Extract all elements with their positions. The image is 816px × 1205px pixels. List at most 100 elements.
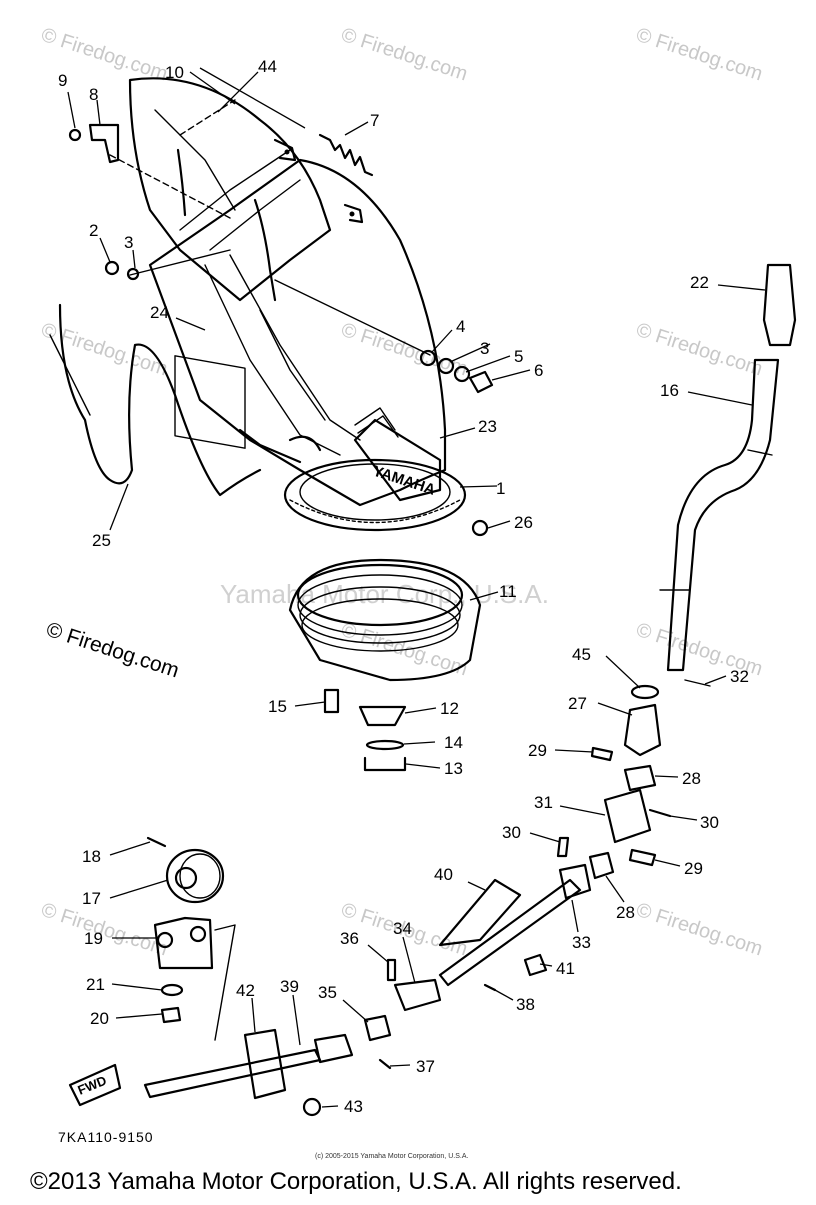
watermark-firedog: © Firedog.com <box>38 899 170 961</box>
assembly-line <box>129 249 231 276</box>
pin-29b <box>628 848 657 867</box>
block-28 <box>623 764 657 792</box>
clamp-assembly <box>323 688 407 772</box>
clevis-39 <box>313 1033 354 1064</box>
pulley-17 <box>165 848 225 904</box>
callout-32: 32 <box>730 667 749 686</box>
pin-32 <box>684 679 711 687</box>
nut-6 <box>468 370 494 394</box>
chute-ridge <box>179 149 291 231</box>
pin-37 <box>378 1058 392 1070</box>
link-31 <box>603 788 652 844</box>
clevis-33 <box>558 863 592 900</box>
callout-4: 4 <box>456 317 465 336</box>
yoke-27 <box>623 703 662 757</box>
callout-29: 29 <box>528 741 547 760</box>
pulley-assembly <box>146 836 236 1041</box>
callout-35: 35 <box>318 983 337 1002</box>
watermark-firedog: © Firedog.com <box>633 319 765 381</box>
pin-18 <box>146 836 167 848</box>
handle-rod <box>630 263 797 700</box>
callout-11: 11 <box>499 582 517 601</box>
warning-label <box>174 355 246 449</box>
callout-27: 27 <box>568 694 587 713</box>
chute-slot <box>176 148 187 217</box>
ring-lower <box>297 574 463 636</box>
callout-5: 5 <box>514 347 523 366</box>
pin-30b <box>556 836 570 858</box>
tab-hole <box>284 149 290 155</box>
bracket-34 <box>393 978 442 1012</box>
leader-lines <box>67 67 766 1108</box>
rod-16 <box>666 358 780 672</box>
chute-inner-line <box>204 264 341 456</box>
washer-4 <box>419 349 437 367</box>
tab-hole <box>349 211 355 217</box>
bracket-8 <box>88 123 120 164</box>
pin-38 <box>483 983 497 992</box>
plate-12 <box>358 705 407 727</box>
lower-shaft <box>143 1028 354 1117</box>
chute-lip <box>288 435 322 452</box>
gear-teeth <box>289 499 461 524</box>
callout-8: 8 <box>89 85 98 104</box>
bracket-42 <box>243 1028 287 1100</box>
chute-shell <box>148 158 447 507</box>
callout-37: 37 <box>416 1057 435 1076</box>
assembly-line <box>214 924 236 1041</box>
callout-24: 24 <box>150 303 169 322</box>
assembly-dashed-line <box>109 154 231 219</box>
callout-21: 21 <box>86 975 105 994</box>
washer-21 <box>160 983 184 997</box>
callout-43: 43 <box>344 1097 363 1116</box>
ring-upper <box>296 563 464 627</box>
bolt-43 <box>302 1097 322 1117</box>
callout-38: 38 <box>516 995 535 1014</box>
chute-deflector <box>128 77 332 302</box>
callout-2: 2 <box>89 221 98 240</box>
callout-9: 9 <box>58 71 67 90</box>
chute-assembly: YAMAHA <box>109 77 447 507</box>
hardware-top-left <box>68 123 140 281</box>
callout-31: 31 <box>534 793 553 812</box>
callout-30: 30 <box>700 813 719 832</box>
grip-22 <box>762 263 797 347</box>
pulley-hub <box>174 866 198 890</box>
ring-lower <box>299 586 461 644</box>
pin-30 <box>648 808 672 818</box>
callout-30: 30 <box>502 823 521 842</box>
bracket-19 <box>153 916 214 970</box>
callout-1: 1 <box>496 479 505 498</box>
callout-26: 26 <box>514 513 533 532</box>
callout-39: 39 <box>280 977 299 996</box>
callout-28: 28 <box>682 769 701 788</box>
chute-base-gear <box>283 458 467 532</box>
callout-13: 13 <box>444 759 463 778</box>
callout-15: 15 <box>268 697 287 716</box>
pin-29 <box>590 746 614 762</box>
callout-3: 3 <box>480 339 489 358</box>
callout-29: 29 <box>684 859 703 878</box>
chute-inner-line <box>229 254 361 441</box>
block-35 <box>363 1014 392 1042</box>
callout-10: 10 <box>165 63 184 82</box>
nut-9 <box>68 128 82 142</box>
pin-36 <box>386 958 397 982</box>
bracket-hole <box>156 931 174 949</box>
u-joint-assembly <box>556 703 672 880</box>
watermark-firedog: © Firedog.com <box>338 24 470 86</box>
callout-28: 28 <box>616 903 635 922</box>
fwd-arrow: FWD <box>68 1063 122 1107</box>
assembly-dashed-line <box>179 99 236 136</box>
footer-copyright: ©2013 Yamaha Motor Corporation, U.S.A. A… <box>30 1168 682 1195</box>
chute-ring-plate <box>288 558 482 682</box>
rod-joint <box>747 449 773 456</box>
watermark-firedog: © Firedog.com <box>633 24 765 86</box>
nut-26 <box>471 519 489 537</box>
chute-lip <box>238 428 302 464</box>
shim-14 <box>365 739 405 751</box>
callout-17: 17 <box>82 889 101 908</box>
hardware-right <box>419 349 494 394</box>
watermark-layer: © Firedog.com © Firedog.com © Firedog.co… <box>38 24 765 961</box>
